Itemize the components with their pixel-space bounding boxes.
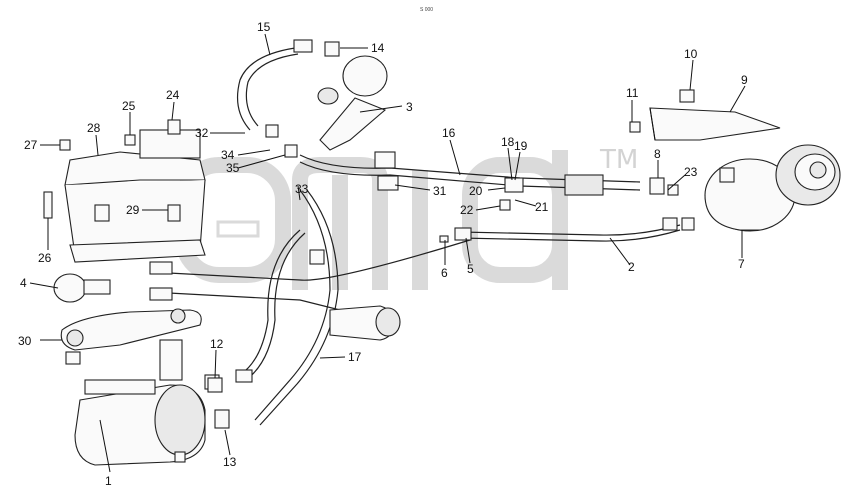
callout-labels: 1 2 3 4 5 6 7 8 9 10 11 12 13 14 15 16 1… xyxy=(18,20,748,488)
tie-rod-4 xyxy=(53,261,173,303)
callout-16: 16 xyxy=(442,126,456,140)
reservoir-7 xyxy=(704,144,841,232)
callout-11: 11 xyxy=(626,86,639,100)
callout-34: 34 xyxy=(221,148,235,162)
callout-18: 18 xyxy=(501,135,515,149)
hose-15 xyxy=(237,39,313,131)
filter-14 xyxy=(317,41,388,105)
callout-26: 26 xyxy=(38,251,52,265)
leader-lines xyxy=(29,33,746,473)
callout-14: 14 xyxy=(371,41,385,55)
steering-gear-1 xyxy=(74,339,230,466)
callout-21: 21 xyxy=(535,200,549,214)
callout-19: 19 xyxy=(514,139,528,153)
fittings xyxy=(207,124,695,393)
valve-17 xyxy=(329,305,401,341)
callout-17: 17 xyxy=(348,350,362,364)
callout-20: 20 xyxy=(469,184,483,198)
callout-10: 10 xyxy=(684,47,698,61)
bracket-9 xyxy=(629,89,781,141)
bracket-3 xyxy=(319,97,387,151)
callout-23: 23 xyxy=(684,165,698,179)
callout-3: 3 xyxy=(406,100,413,114)
callout-31: 31 xyxy=(433,184,447,198)
pump-bracket-28 xyxy=(43,119,206,263)
callout-4: 4 xyxy=(20,276,27,290)
callout-35: 35 xyxy=(226,161,240,175)
callout-15: 15 xyxy=(257,20,271,34)
callout-1: 1 xyxy=(105,474,112,488)
callout-22: 22 xyxy=(460,203,474,217)
callout-29: 29 xyxy=(126,203,140,217)
callout-33: 33 xyxy=(295,182,309,196)
callout-32: 32 xyxy=(195,126,209,140)
callout-2: 2 xyxy=(628,260,635,274)
hose-17 xyxy=(239,189,339,426)
callout-6: 6 xyxy=(441,266,448,280)
watermark-tm: TM xyxy=(599,145,638,175)
pitman-arm-30 xyxy=(60,308,202,365)
callout-8: 8 xyxy=(654,147,661,161)
callout-5: 5 xyxy=(467,262,474,276)
callout-7: 7 xyxy=(738,257,745,271)
callout-9: 9 xyxy=(741,73,748,87)
callout-28: 28 xyxy=(87,121,101,135)
callout-13: 13 xyxy=(223,455,237,469)
callout-30: 30 xyxy=(18,334,32,348)
header-small-text: S 000 xyxy=(420,7,433,13)
callout-27: 27 xyxy=(24,138,38,152)
return-line-16 xyxy=(299,154,641,196)
watermark-logo: TM xyxy=(175,145,638,290)
callout-24: 24 xyxy=(166,88,180,102)
callout-12: 12 xyxy=(210,337,224,351)
callout-25: 25 xyxy=(122,99,136,113)
